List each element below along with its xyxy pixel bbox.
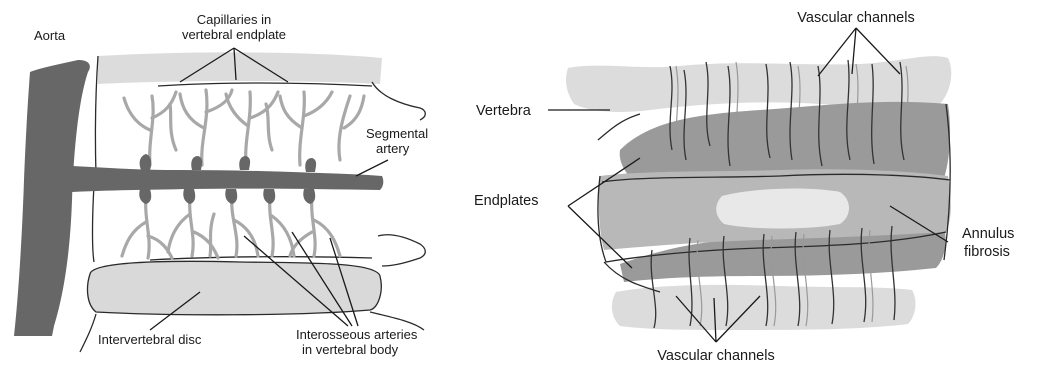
label-vascular-bottom: Vascular channels: [657, 348, 774, 364]
vertebral-body-outline-lower: [93, 185, 95, 262]
label-segmental-1: Segmental: [366, 126, 428, 141]
label-aorta: Aorta: [34, 28, 66, 43]
label-capillaries-1: Capillaries in: [197, 12, 271, 27]
right-diagram: Vascular channels Vertebra Endplates Ann…: [474, 10, 1014, 364]
nucleus: [716, 189, 849, 229]
vertebral-body-outline-right-upper: [372, 82, 425, 120]
label-vascular-top: Vascular channels: [797, 10, 914, 26]
label-annulus-1: Annulus: [962, 226, 1014, 242]
label-vertebra: Vertebra: [476, 103, 532, 119]
label-capillaries-2: vertebral endplate: [182, 27, 286, 42]
vertebral-body-outline-right-lower: [378, 235, 425, 266]
label-interosseous-2: in vertebral body: [302, 342, 399, 357]
label-endplates: Endplates: [474, 193, 539, 209]
leader-segmental: [356, 160, 388, 176]
intervertebral-disc: [88, 261, 382, 314]
aorta: [14, 60, 90, 336]
vertebral-body-outline-upper: [95, 56, 98, 175]
label-intervertebral-disc: Intervertebral disc: [98, 332, 202, 347]
top-endplate-band: [98, 52, 382, 84]
lower-capillaries: [122, 196, 340, 258]
upper-capillaries: [124, 90, 364, 165]
endplate-line-top: [158, 83, 372, 86]
endplate-line-bottom: [150, 257, 372, 260]
left-diagram: Aorta Capillaries in vertebral endplate …: [14, 12, 428, 357]
segmental-artery: [72, 166, 383, 192]
label-annulus-2: fibrosis: [964, 244, 1010, 260]
label-segmental-2: artery: [376, 141, 410, 156]
bottom-outline: [80, 314, 96, 352]
label-interosseous-1: Interosseous arteries: [296, 327, 418, 342]
